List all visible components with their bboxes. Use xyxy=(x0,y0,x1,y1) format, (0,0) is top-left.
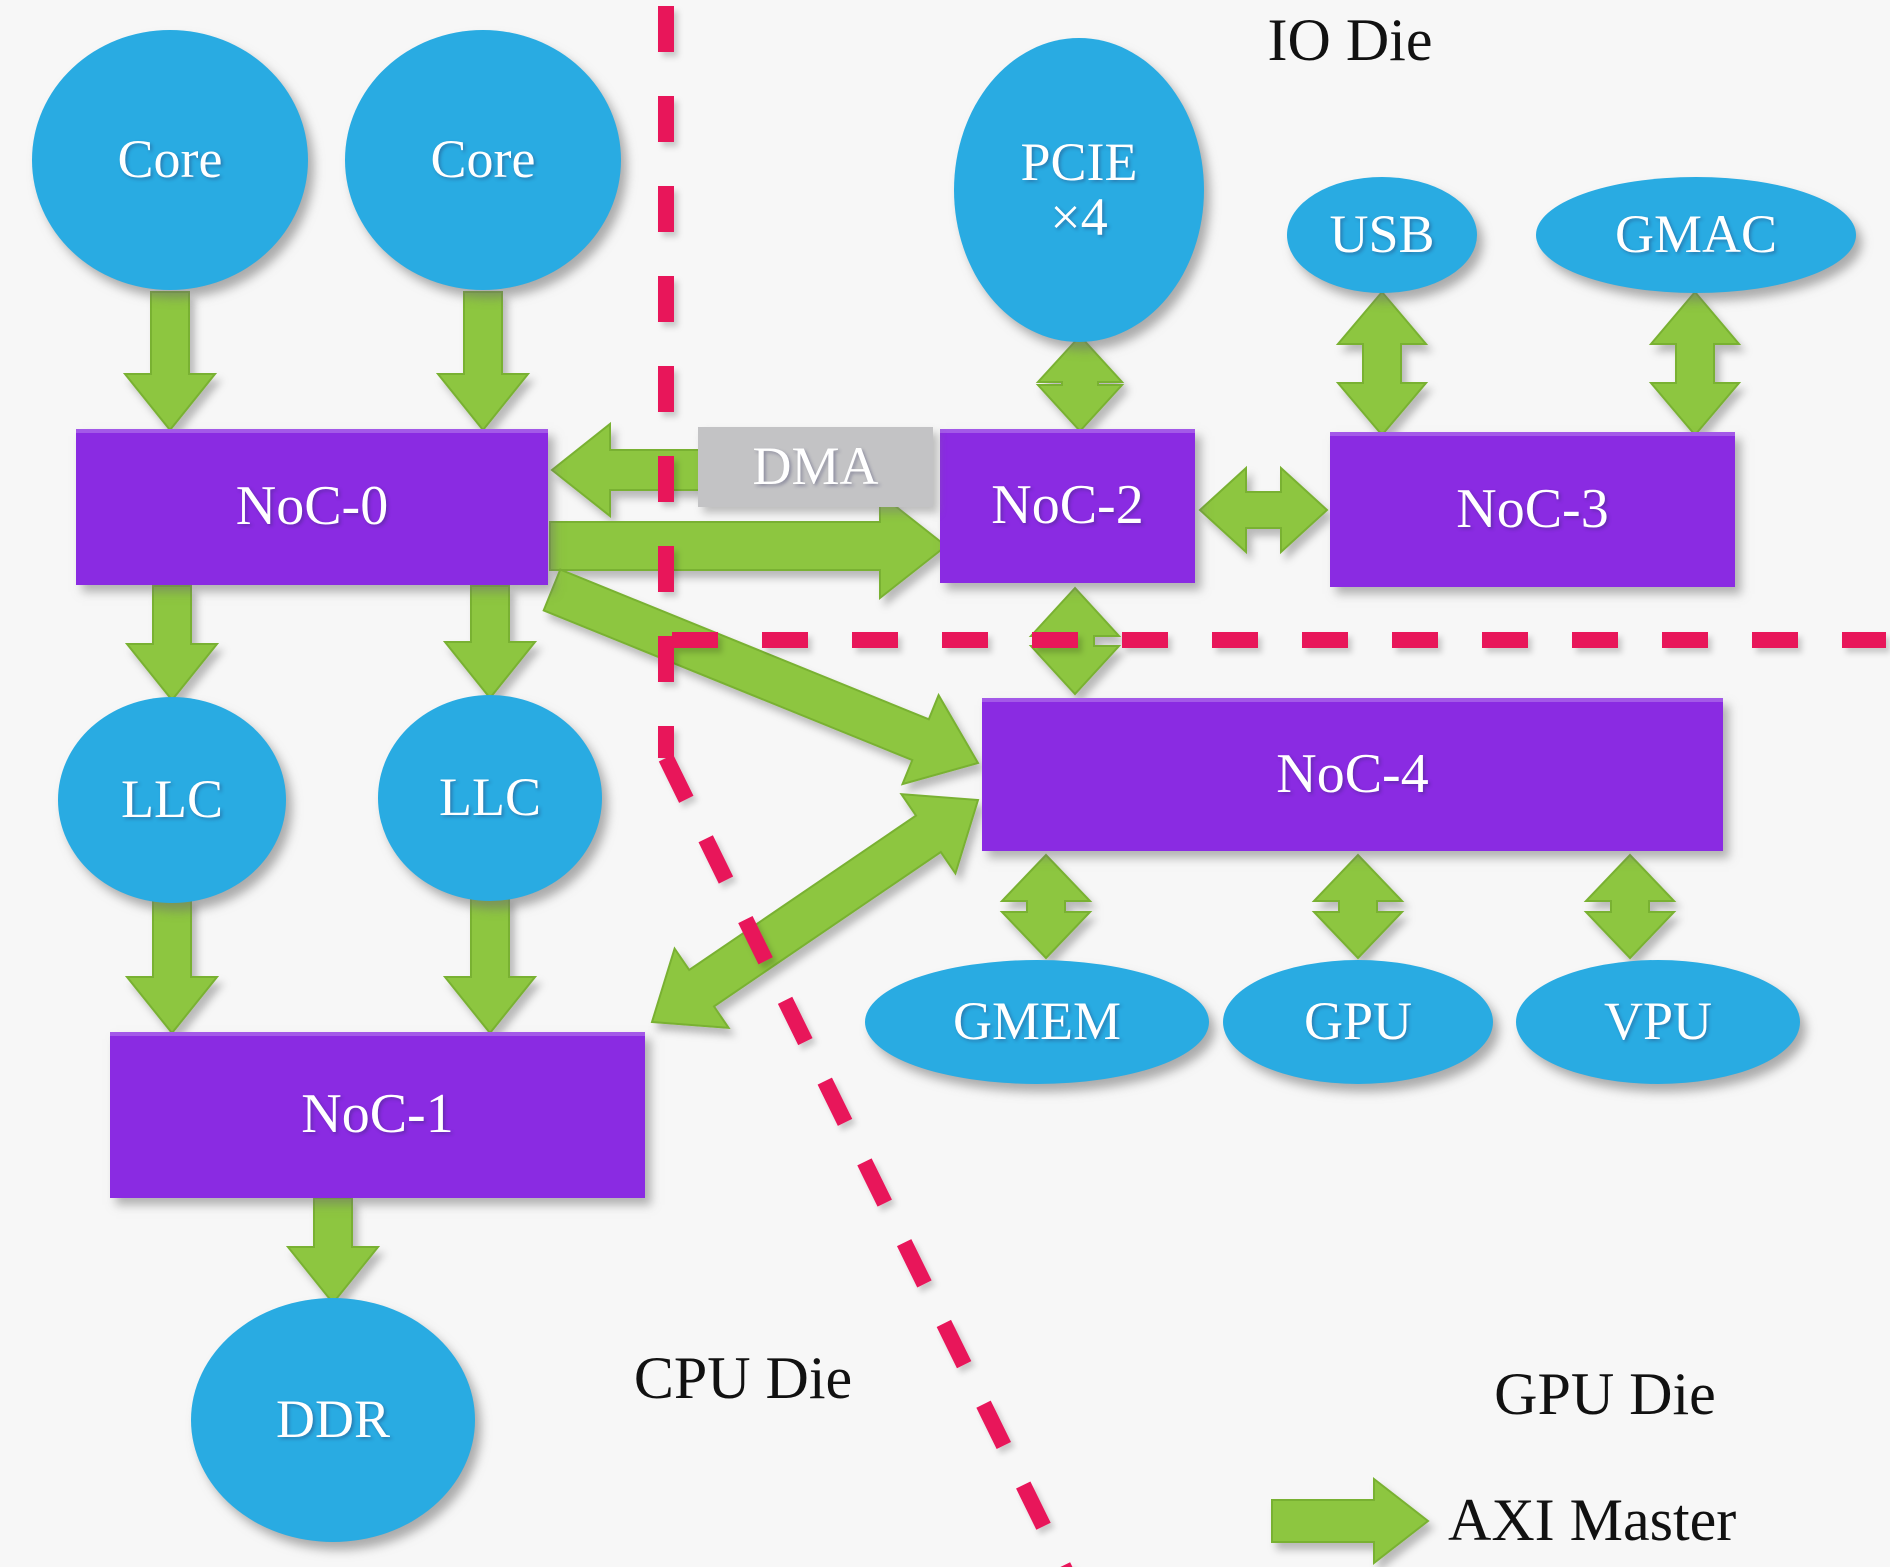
arrow-noc-4-vpu xyxy=(1583,853,1677,960)
arrow-noc-2-noc-3 xyxy=(1198,465,1329,555)
node-gpu: GPU xyxy=(1223,960,1493,1084)
node-gmac-label: GMAC xyxy=(1614,204,1778,265)
node-ddr-label: DDR xyxy=(275,1389,390,1450)
arrow-noc-0-to-noc-4 xyxy=(542,568,980,786)
dma-label: DMA xyxy=(752,436,879,497)
node-core-1-label: Core xyxy=(117,129,223,190)
noc-3-label: NoC-3 xyxy=(1456,477,1609,540)
node-gmem: GMEM xyxy=(865,960,1209,1084)
arrow-core-1-to-noc-0 xyxy=(122,291,218,432)
arrow-gmac-noc-3 xyxy=(1648,290,1742,437)
arrow-noc-1-to-ddr xyxy=(285,1197,381,1305)
noc-1-box: NoC-1 xyxy=(110,1032,645,1198)
noc-2-box: NoC-2 xyxy=(940,429,1195,583)
arrow-noc-4-gpu xyxy=(1311,853,1405,960)
node-core-1: Core xyxy=(32,30,308,290)
io-die-label: IO Die xyxy=(1267,7,1433,73)
node-usb: USB xyxy=(1287,177,1477,293)
arrow-core-2-to-noc-0 xyxy=(435,291,531,432)
node-pcie-sublabel: ×4 xyxy=(1050,187,1108,247)
arrow-llc-2-to-noc-1 xyxy=(442,895,538,1035)
cpu-die-label: CPU Die xyxy=(633,1345,853,1411)
legend-axi-master-arrow xyxy=(1271,1476,1430,1566)
node-vpu-label: VPU xyxy=(1603,991,1713,1052)
node-llc-2-label: LLC xyxy=(439,767,541,828)
node-llc-1: LLC xyxy=(58,697,286,903)
arrow-noc-0-to-llc-1 xyxy=(124,585,220,702)
noc-2-label: NoC-2 xyxy=(991,474,1144,537)
arrow-pcie-noc-2 xyxy=(1035,334,1125,433)
noc-3-box: NoC-3 xyxy=(1330,432,1735,587)
node-core-2: Core xyxy=(345,30,621,290)
die-boundary-diagonal xyxy=(658,754,1073,1567)
gpu-die-label: GPU Die xyxy=(1494,1361,1716,1427)
node-llc-2: LLC xyxy=(378,695,602,901)
dma-box: DMA xyxy=(698,427,933,507)
arrow-noc-4-gmem xyxy=(999,853,1093,960)
noc-4-box: NoC-4 xyxy=(982,698,1723,851)
noc-4-label: NoC-4 xyxy=(1276,742,1429,805)
node-usb-label: USB xyxy=(1329,204,1435,265)
noc-0-label: NoC-0 xyxy=(235,475,389,538)
node-pcie: PCIE ×4 xyxy=(954,38,1204,342)
node-gmac: GMAC xyxy=(1536,177,1856,293)
arrow-noc-0-to-llc-2 xyxy=(442,585,538,700)
arrow-llc-1-to-noc-1 xyxy=(124,897,220,1035)
arrow-dma-to-noc-0 xyxy=(550,421,701,519)
noc-1-label: NoC-1 xyxy=(301,1083,454,1146)
noc-0-box: NoC-0 xyxy=(76,429,548,585)
node-core-2-label: Core xyxy=(430,129,536,190)
node-gpu-label: GPU xyxy=(1303,991,1413,1052)
arrow-usb-noc-3 xyxy=(1335,290,1429,437)
arrow-noc-1-noc-4 xyxy=(650,792,980,1030)
node-llc-1-label: LLC xyxy=(121,769,223,830)
legend-axi-master-label: AXI Master xyxy=(1448,1487,1737,1553)
node-pcie-label: PCIE xyxy=(1020,131,1138,192)
node-gmem-label: GMEM xyxy=(952,991,1121,1052)
node-ddr: DDR xyxy=(191,1298,475,1542)
arrow-noc-0-to-noc-2 xyxy=(549,491,948,601)
node-vpu: VPU xyxy=(1516,960,1800,1084)
